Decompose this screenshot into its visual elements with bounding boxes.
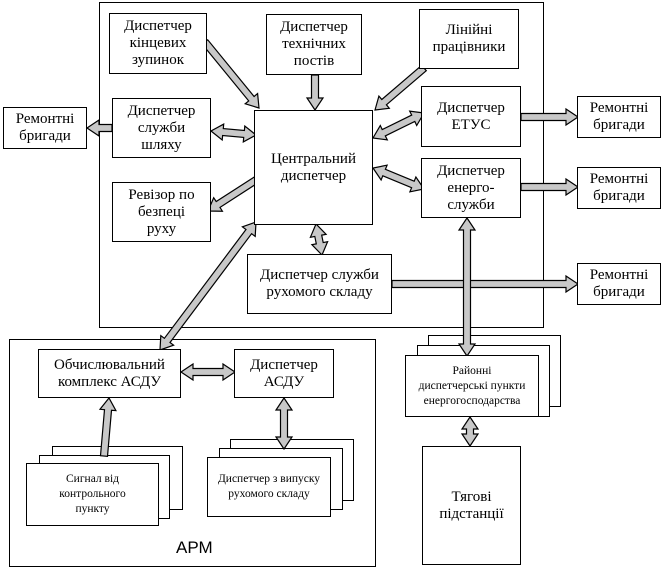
node-disp-asdu: Диспетчер АСДУ (234, 349, 334, 398)
arrow-obchysliuvalnyi-asdu (179, 362, 237, 382)
arrow-revizor-from-central (207, 176, 259, 212)
node-disp-shliakhu: Диспетчер служби шляху (112, 98, 211, 158)
arrow-tekhnichnykh-to-central (305, 74, 325, 112)
arrow-central-rukhomoho (309, 222, 329, 257)
node-raionni: Районні диспетчерські пункти енергогоспо… (405, 355, 539, 417)
node-liniini: Лінійні працівники (419, 9, 519, 69)
node-disp-vypusku: Диспетчер з випуску рухомого складу (207, 457, 331, 517)
node-disp-kintsevykh: Диспетчер кінцевих зупинок (109, 13, 207, 74)
arm-frame (9, 339, 376, 567)
node-revizor: Ревізор по безпеці руху (112, 182, 211, 242)
node-remontni-2: Ремонтні бригади (577, 167, 661, 209)
arrow-enerho-to-remontni (520, 177, 580, 197)
node-syhnal: Сигнал від контрольного пункту (26, 463, 159, 526)
arrow-asdu-vypusku (274, 396, 294, 451)
arrow-raionni-tiahovi (460, 415, 480, 448)
node-disp-etus: Диспетчер ЕТУС (421, 86, 521, 147)
node-remontni-1: Ремонтні бригади (577, 96, 661, 138)
arrow-rukhomoho-to-remontni (391, 274, 580, 294)
node-disp-rukhomoho: Диспетчер служби рухомого складу (247, 254, 392, 314)
arrow-kintsevykh-to-central (201, 38, 260, 109)
node-remontni-3: Ремонтні бригади (577, 263, 661, 305)
node-disp-tekhnichnykh: Диспетчер технічних постів (266, 14, 362, 75)
node-obchysliuvalnyi: Обчислювальний комплекс АСДУ (38, 349, 181, 398)
node-tsentralnyi: Центральний диспетчер (254, 110, 373, 225)
arrow-shliakhu-central (209, 123, 258, 143)
arrow-etus-to-remontni (520, 107, 580, 127)
arrow-central-etus (372, 110, 425, 141)
arrow-liniini-to-central (374, 64, 428, 111)
arrow-shliakhu-to-remontni (85, 118, 113, 138)
arm-label: АРМ (176, 538, 213, 557)
node-disp-enerho: Диспетчер енерго- служби (421, 158, 521, 218)
node-tiahovi: Тягові підстанції (422, 446, 521, 565)
arrow-syhnal-to-obchysliuvalnyi (98, 396, 117, 457)
arrow-central-enerho (371, 164, 426, 193)
dispatch-center-frame (99, 2, 544, 328)
node-remontni-left: Ремонтні бригади (3, 107, 87, 149)
